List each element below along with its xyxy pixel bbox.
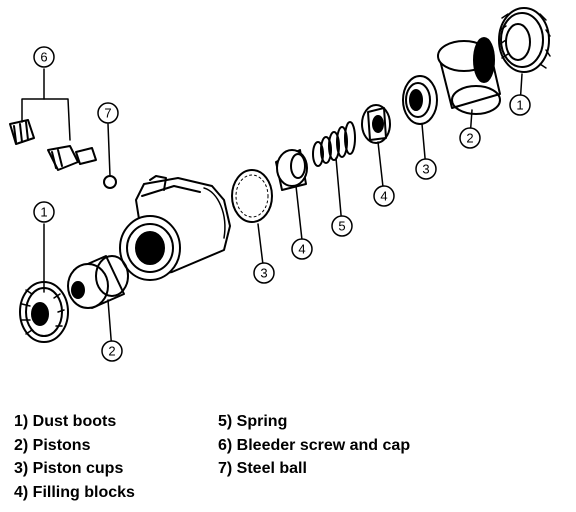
callout-filling-block-right: 4 [380,189,387,204]
piston-right [437,37,501,115]
dust-boot-right [498,7,551,73]
legend-left: 1) Dust boots 2) Pistons 3) Piston cups … [14,410,135,504]
callout-filling-block-center: 4 [298,242,305,257]
legend-item-filling-blocks: 4) Filling blocks [14,483,135,501]
callout-piston-right: 2 [466,131,473,146]
legend-item-bleeder-screw-and-cap: 6) Bleeder screw and cap [218,436,411,454]
callout-spring: 5 [338,219,345,234]
legend-right: 5) Spring 6) Bleeder screw and cap 7) St… [218,410,410,481]
legend-item-steel-ball: 7) Steel ball [218,460,307,477]
callout-piston-cup-center: 3 [260,266,267,281]
filling-block-center [275,149,308,191]
exploded-diagram: 1 2 3 4 5 6 7 4 3 1 2 [9,7,551,362]
piston-left [67,255,129,309]
callout-bleeder-screw: 6 [40,50,47,65]
callout-circles [33,46,531,362]
callout-piston-cup-right: 3 [422,162,429,177]
steel-ball [103,175,117,189]
piston-cup-right [402,75,438,125]
legend-item-spring: 5) Spring [218,413,288,430]
legend-item-dust-boots: 1) Dust boots [14,413,117,430]
piston-cup-center [231,169,273,223]
callout-steel-ball: 7 [104,106,111,121]
legend-item-pistons: 2) Pistons [14,436,91,454]
bleeder-screw-and-cap [9,119,97,171]
callout-dust-boot-left: 1 [40,205,47,220]
spring [312,121,356,167]
cylinder-body [119,175,231,281]
filling-block-right [361,104,391,144]
legend-item-piston-cups: 3) Piston cups [14,460,124,477]
callout-piston-left: 2 [108,344,115,359]
dust-boot-left [19,281,69,343]
leader-lines [21,68,523,352]
callout-dust-boot-right: 1 [516,98,523,113]
